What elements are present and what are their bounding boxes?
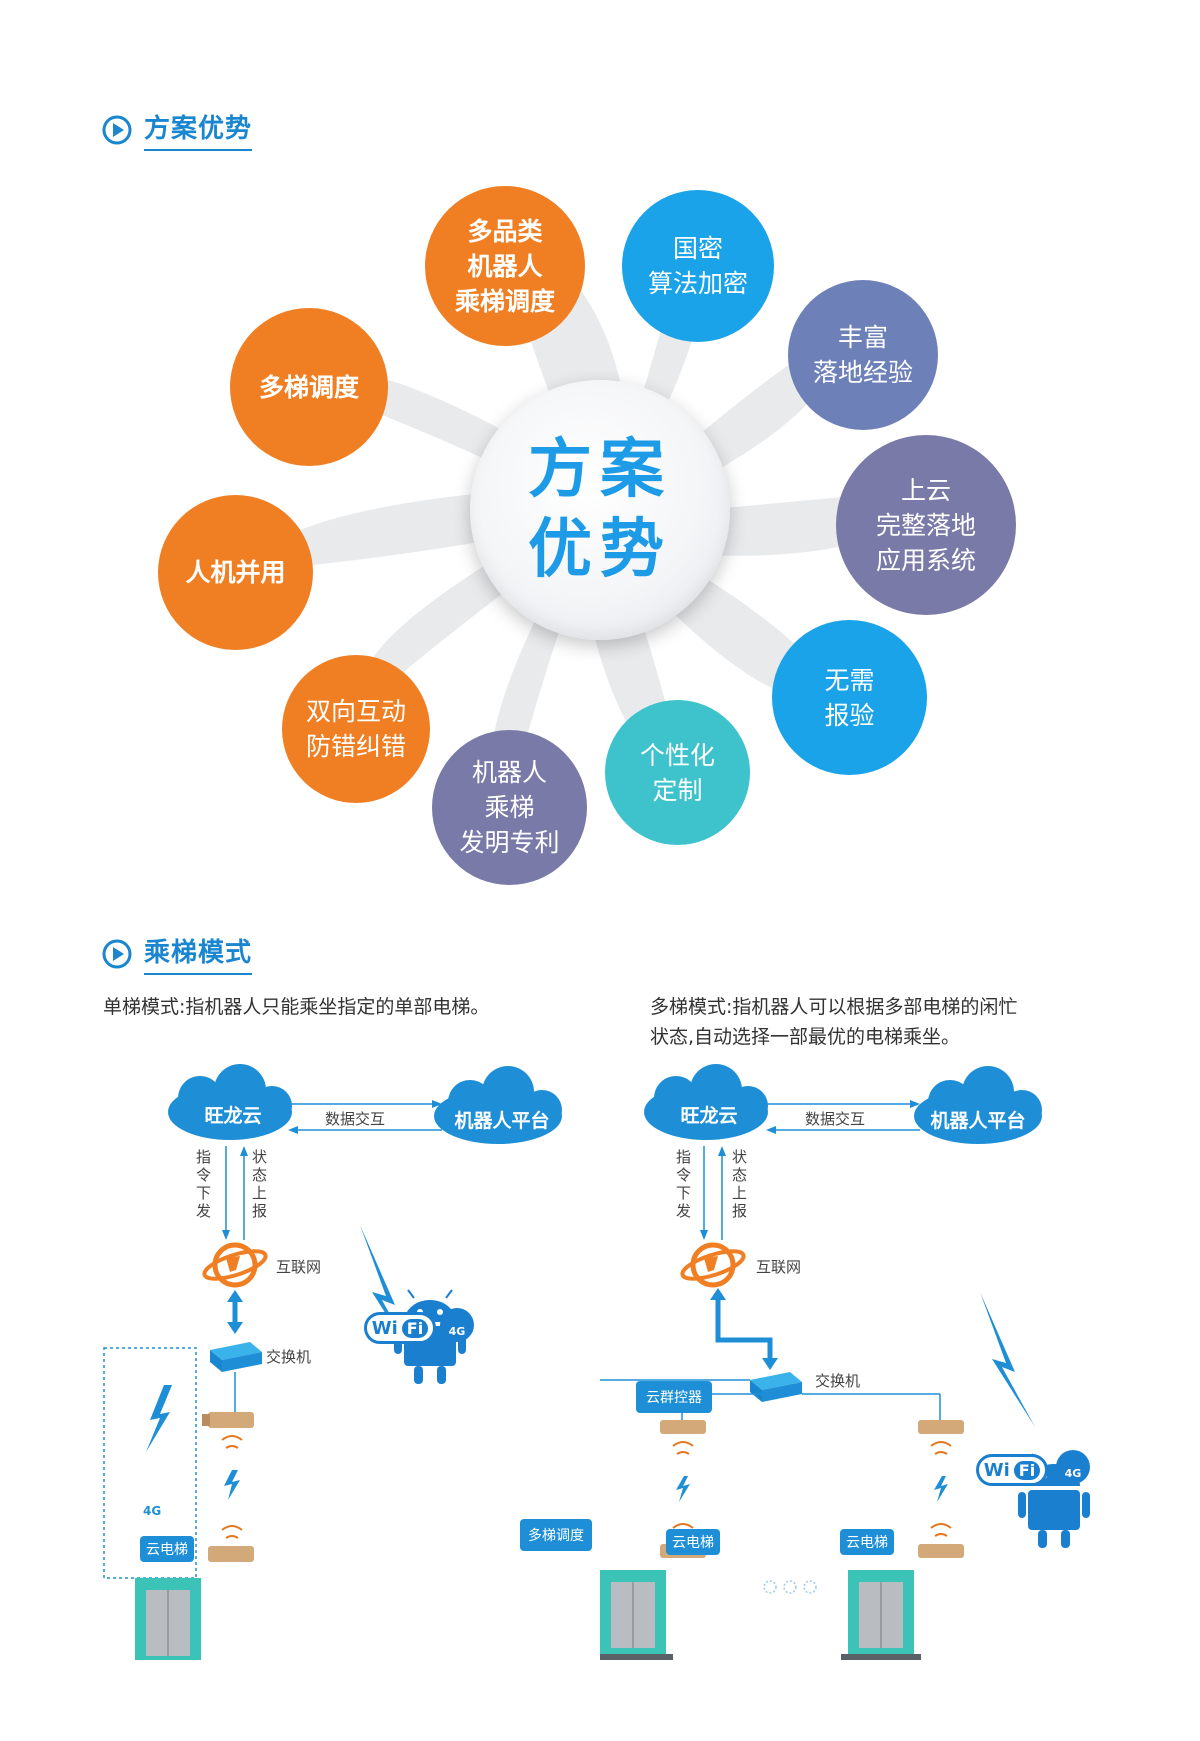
cloud-label-wanglong: 旺龙云	[680, 1105, 738, 1127]
section-title-text: 方案优势	[144, 108, 253, 151]
internet-label: 互联网	[276, 1258, 322, 1276]
cloud-label-robot-platform: 机器人平台	[454, 1110, 550, 1132]
bubble-label: 个性化 定制	[639, 740, 715, 805]
play-circle-icon	[102, 115, 132, 144]
4g-label: 4G	[143, 1504, 162, 1518]
globe-icon	[680, 1242, 746, 1288]
multi-diagram-graphics	[600, 1064, 1090, 1660]
cloud-elevator-tag: 云电梯	[140, 1536, 194, 1562]
multi-mode-description-line2: 状态,自动选择一部最优的电梯乘坐。	[650, 1026, 961, 1048]
section-title-advantages: 方案优势	[102, 108, 253, 151]
bubble-patent: 机器人 乘梯 发明专利	[432, 730, 587, 885]
4g-badge-text: 4G	[1064, 1467, 1082, 1480]
4g-badge-text: 4G	[448, 1325, 466, 1338]
cloud-label-robot-platform: 机器人平台	[930, 1110, 1026, 1132]
status-label: 状态上报	[252, 1148, 268, 1220]
4g-badge: 4G	[440, 1308, 474, 1342]
multi-dispatch-box: 多梯调度	[520, 1519, 592, 1551]
command-label: 指令下发	[196, 1148, 212, 1220]
cloud-icon	[914, 1066, 1042, 1144]
bubble-cloud-system: 上云 完整落地 应用系统	[836, 435, 1016, 615]
bubble-customization: 个性化 定制	[605, 700, 750, 845]
bubble-label: 上云 完整落地 应用系统	[875, 475, 976, 575]
bubble-two-way-interaction: 双向互动 防错纠错	[282, 655, 430, 803]
wifi-text-right: Fi	[1013, 1460, 1041, 1480]
single-diagram-graphics	[103, 1064, 562, 1660]
status-label: 状态上报	[732, 1148, 748, 1220]
switch-label: 交换机	[815, 1372, 861, 1390]
cloud-label-wanglong: 旺龙云	[204, 1105, 262, 1127]
data-exchange-label: 数据交互	[325, 1110, 386, 1128]
section-title-text: 乘梯模式	[144, 932, 253, 975]
cloud-elevator-tag-2: 云电梯	[840, 1529, 894, 1555]
bubble-label: 机器人 乘梯 发明专利	[459, 758, 560, 857]
bubble-label: 多品类 机器人 乘梯调度	[454, 216, 555, 316]
switch-label: 交换机	[266, 1348, 312, 1366]
bubble-human-robot: 人机并用	[158, 495, 313, 650]
wifi-text-left: Wi	[983, 1459, 1010, 1481]
4g-badge: 4G	[1056, 1450, 1090, 1484]
bubble-sm-encryption: 国密 算法加密	[622, 190, 774, 342]
bubble-multi-category-dispatch: 多品类 机器人 乘梯调度	[425, 186, 585, 346]
switch-icon	[750, 1372, 802, 1402]
bubble-label: 国密 算法加密	[647, 234, 748, 298]
cloud-elevator-tag-1: 云电梯	[666, 1529, 720, 1555]
cloud-icon	[434, 1066, 562, 1144]
elevator-icon	[841, 1570, 921, 1660]
group-controller-box: 云群控器	[636, 1381, 712, 1413]
cloud-icon	[168, 1064, 292, 1140]
elevator-icon	[600, 1570, 673, 1660]
command-label: 指令下发	[676, 1148, 692, 1220]
bubble-label: 无需 报验	[824, 665, 875, 730]
center-bubble: 方案 优势	[470, 380, 730, 640]
data-exchange-label: 数据交互	[805, 1110, 866, 1128]
bubble-no-inspection: 无需 报验	[772, 620, 927, 775]
internet-label: 互联网	[756, 1258, 802, 1276]
elevator-icon	[135, 1578, 201, 1660]
wifi-text-right: Fi	[401, 1318, 429, 1338]
cloud-icon	[644, 1064, 768, 1140]
bubble-rich-experience: 丰富 落地经验	[788, 280, 938, 430]
bubble-label: 双向互动 防错纠错	[305, 697, 406, 761]
bubble-label: 人机并用	[185, 558, 286, 587]
single-mode-description: 单梯模式:指机器人只能乘坐指定的单部电梯。	[103, 996, 490, 1018]
globe-icon	[202, 1242, 268, 1288]
bubble-label: 多梯调度	[258, 372, 359, 402]
center-text: 方案 优势	[528, 433, 672, 587]
section-title-ride-mode: 乘梯模式	[102, 932, 253, 975]
bubble-multi-elevator-dispatch: 多梯调度	[230, 308, 388, 466]
bubble-label: 丰富 落地经验	[812, 323, 913, 387]
play-circle-icon	[102, 939, 132, 968]
wifi-text-left: Wi	[371, 1317, 398, 1339]
multi-mode-description-line1: 多梯模式:指机器人可以根据多部电梯的闲忙	[650, 996, 1018, 1018]
switch-icon	[210, 1342, 262, 1412]
